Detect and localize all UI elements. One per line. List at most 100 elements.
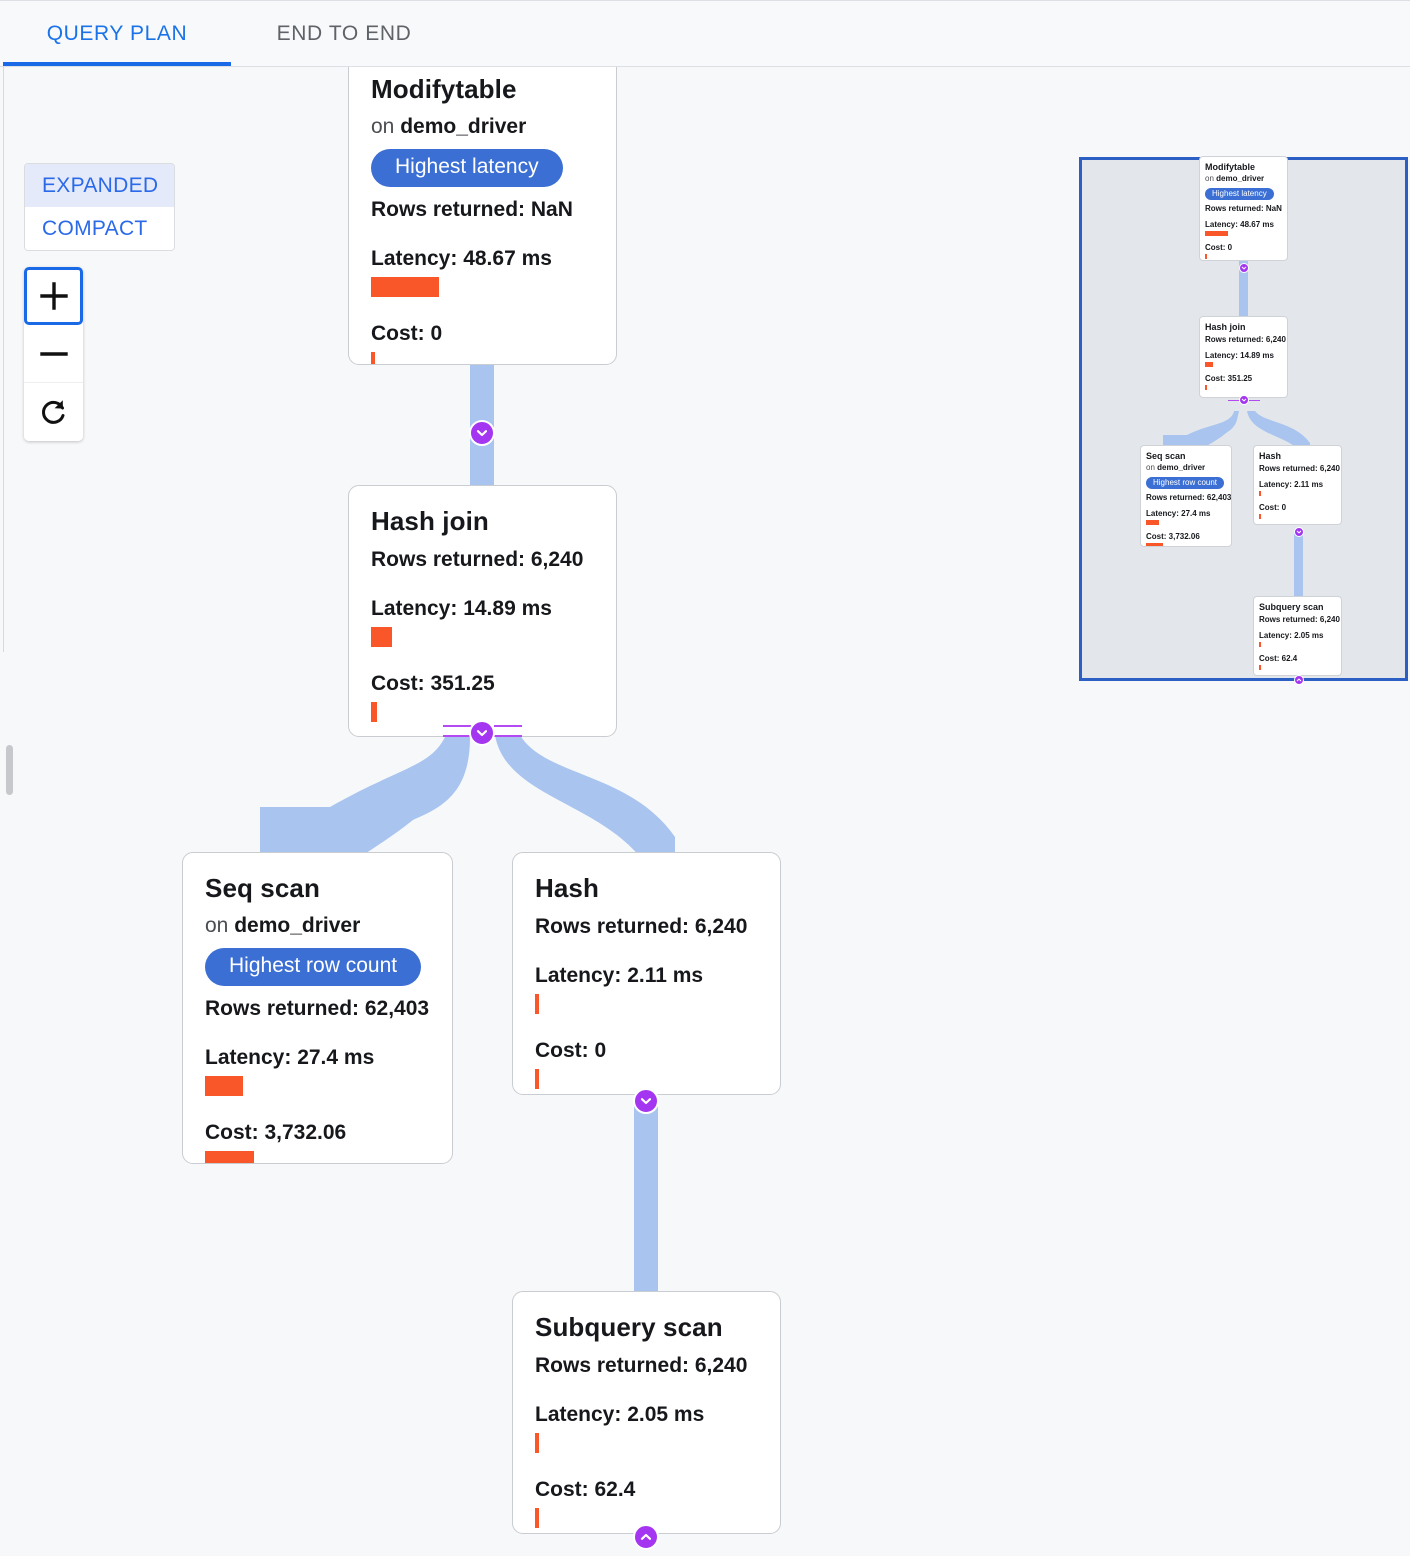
node-rows-returned: Rows returned: 6,240 [535, 1354, 748, 1377]
mode-button-expanded[interactable]: EXPANDED [25, 164, 174, 207]
node-cost: Cost: 0 [371, 322, 443, 345]
node-latency: Latency: 48.67 ms [371, 247, 552, 270]
node-title: Subquery scan [535, 1312, 723, 1342]
mini-node-title: Hash join [1205, 322, 1246, 332]
plan-node-hash[interactable]: Hash Rows returned: 6,240 Latency: 2.11 … [512, 852, 781, 1095]
mini-node-badge: Highest latency [1205, 188, 1274, 200]
vertical-scrollbar-thumb[interactable] [6, 745, 13, 795]
latency-bar [535, 1433, 539, 1453]
query-plan-canvas[interactable]: Modifytable on demo_driver Highest laten… [0, 67, 1410, 1556]
cost-bar [205, 1151, 254, 1163]
mini-plan-node-modifytable[interactable]: Modifytable on demo_driver Highest laten… [1199, 156, 1288, 261]
node-latency: Latency: 27.4 ms [205, 1046, 375, 1069]
node-rows-returned: Rows returned: 6,240 [371, 548, 584, 571]
mini-node-latency: Latency: 48.67 ms [1205, 220, 1274, 229]
mini-node-latency: Latency: 14.89 ms [1205, 351, 1274, 360]
minimap-viewport[interactable]: Modifytable on demo_driver Highest laten… [1079, 156, 1408, 685]
zoom-reset-button[interactable] [24, 383, 83, 441]
mini-plan-node-subquery-scan[interactable]: Subquery scan Rows returned: 6,240 Laten… [1253, 596, 1342, 676]
tab-end-to-end[interactable]: END TO END [231, 1, 457, 67]
mini-latency-bar [1146, 520, 1159, 525]
mini-node-title: Modifytable [1205, 162, 1256, 172]
mini-latency-bar [1259, 642, 1261, 647]
mini-latency-bar [1205, 231, 1228, 236]
mini-collapse-toggle-modifytable[interactable] [1239, 263, 1249, 273]
mini-node-relation: on demo_driver [1205, 174, 1265, 183]
mini-collapse-toggle-hash-join[interactable] [1239, 395, 1249, 405]
plan-node-modifytable[interactable]: Modifytable on demo_driver Highest laten… [348, 67, 617, 365]
collapse-toggle-modifytable[interactable] [469, 420, 495, 446]
node-title: Hash [535, 873, 599, 903]
mini-cost-bar [1205, 385, 1207, 390]
mini-plan-node-hash[interactable]: Hash Rows returned: 6,240 Latency: 2.11 … [1253, 445, 1342, 525]
mini-node-title: Subquery scan [1259, 602, 1324, 612]
node-cost: Cost: 0 [535, 1039, 607, 1062]
node-cost: Cost: 3,732.06 [205, 1121, 347, 1144]
mini-node-rows: Rows returned: 6,240 [1205, 335, 1286, 344]
zoom-out-button[interactable] [24, 325, 83, 383]
mini-cost-bar [1205, 254, 1207, 259]
junction-line-right-lower [494, 735, 522, 737]
node-rows-returned: Rows returned: NaN [371, 198, 573, 221]
mini-expand-toggle-subquery-scan[interactable] [1294, 675, 1304, 685]
mini-node-rows: Rows returned: 6,240 [1259, 615, 1340, 624]
node-latency: Latency: 14.89 ms [371, 597, 552, 620]
mini-node-cost: Cost: 351.25 [1205, 374, 1253, 383]
tab-query-plan-label: QUERY PLAN [46, 22, 188, 45]
mini-node-latency: Latency: 27.4 ms [1146, 509, 1211, 518]
mini-edge-modifytable-hashjoin [1239, 261, 1248, 317]
tab-query-plan[interactable]: QUERY PLAN [3, 1, 231, 67]
zoom-controls[interactable] [24, 267, 83, 441]
edge-hashjoin-seqscan [260, 737, 470, 857]
node-cost: Cost: 62.4 [535, 1478, 636, 1501]
mini-node-latency: Latency: 2.11 ms [1259, 480, 1324, 489]
node-rows-returned: Rows returned: 6,240 [535, 915, 748, 938]
mini-edge-hashjoin-seqscan-band [1179, 411, 1239, 449]
plan-node-seq-scan[interactable]: Seq scan on demo_driver Highest row coun… [182, 852, 453, 1164]
latency-bar [205, 1076, 243, 1096]
junction-line-left-lower [443, 735, 471, 737]
collapse-toggle-hash[interactable] [633, 1088, 659, 1114]
active-tab-indicator [3, 62, 231, 66]
minus-icon [39, 351, 68, 356]
mini-node-rows: Rows returned: 6,240 [1259, 464, 1340, 473]
cost-bar [371, 352, 375, 364]
expand-toggle-subquery-scan[interactable] [633, 1524, 659, 1550]
mini-collapse-toggle-hash[interactable] [1294, 527, 1304, 537]
mini-node-cost: Cost: 62.4 [1259, 654, 1298, 663]
mini-cost-bar [1259, 514, 1261, 519]
node-rows-returned: Rows returned: 62,403 [205, 997, 430, 1020]
mini-node-rows: Rows returned: 62,403 [1146, 493, 1232, 502]
mini-junction-line-left [1228, 400, 1239, 401]
latency-bar [371, 627, 392, 647]
plan-node-hash-join[interactable]: Hash join Rows returned: 6,240 Latency: … [348, 485, 617, 737]
mini-node-latency: Latency: 2.05 ms [1259, 631, 1324, 640]
mini-node-title: Hash [1259, 451, 1282, 461]
mini-cost-bar [1259, 665, 1261, 670]
zoom-in-button[interactable] [24, 267, 83, 325]
mini-node-cost: Cost: 0 [1205, 243, 1233, 252]
cost-bar [371, 702, 377, 722]
mode-button-compact[interactable]: COMPACT [25, 207, 174, 250]
latency-bar [535, 994, 539, 1014]
collapse-toggle-hash-join[interactable] [469, 720, 495, 746]
mini-plan-node-seq-scan[interactable]: Seq scan on demo_driver Highest row coun… [1140, 445, 1232, 547]
layout-mode-toggle[interactable]: EXPANDED COMPACT [24, 163, 175, 251]
junction-line-right-upper [494, 725, 522, 727]
node-relation: on demo_driver [371, 115, 527, 138]
mini-node-cost: Cost: 0 [1259, 503, 1287, 512]
node-latency: Latency: 2.11 ms [535, 964, 704, 987]
mini-plan-node-hash-join[interactable]: Hash join Rows returned: 6,240 Latency: … [1199, 316, 1288, 398]
mini-latency-bar [1205, 362, 1213, 367]
node-title: Modifytable [371, 74, 517, 104]
mini-node-badge: Highest row count [1146, 477, 1225, 489]
cost-bar [535, 1069, 539, 1089]
edge-hashjoin-seqscan-band [300, 735, 470, 857]
latency-bar [371, 277, 439, 297]
plan-node-subquery-scan[interactable]: Subquery scan Rows returned: 6,240 Laten… [512, 1291, 781, 1534]
mini-edge-hashjoin-hash [1247, 411, 1310, 449]
node-title: Seq scan [205, 873, 320, 903]
mini-node-title: Seq scan [1146, 451, 1186, 461]
node-title: Hash join [371, 506, 489, 536]
mini-edge-hash-subqueryscan [1294, 531, 1303, 603]
